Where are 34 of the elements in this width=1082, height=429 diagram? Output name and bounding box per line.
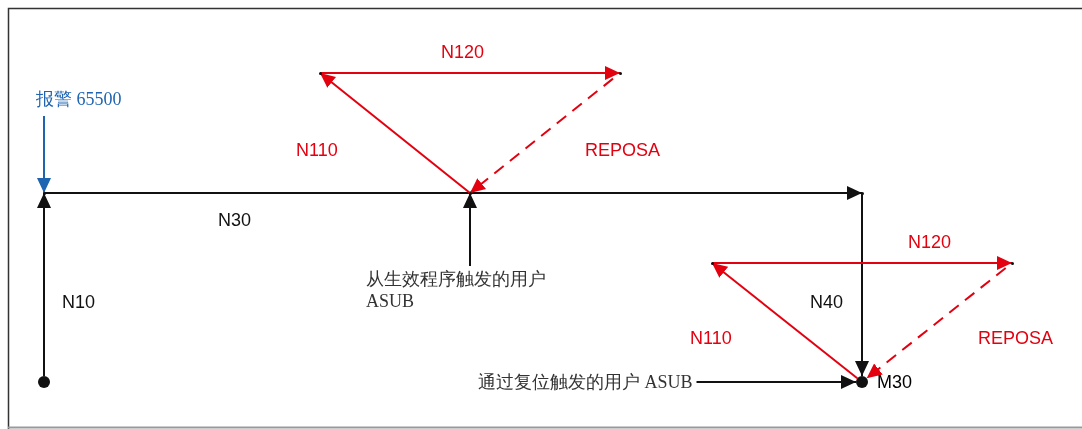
note-text: 从生效程序触发的用户 ASUB bbox=[366, 268, 596, 312]
edge-label: N10 bbox=[62, 292, 96, 312]
junction-point bbox=[860, 191, 864, 195]
arrow bbox=[463, 192, 477, 267]
point-label: M30 bbox=[877, 372, 912, 392]
junction-point bbox=[618, 71, 622, 75]
arrow bbox=[711, 256, 1013, 270]
arrow bbox=[319, 72, 471, 194]
edge-label: N120 bbox=[441, 42, 485, 62]
arrow bbox=[469, 77, 614, 194]
edge-label: N120 bbox=[908, 232, 952, 252]
point-dot bbox=[38, 376, 50, 388]
edge-label: N30 bbox=[218, 210, 252, 230]
junction-point bbox=[318, 71, 322, 75]
arrow bbox=[43, 186, 863, 200]
edge-label: N110 bbox=[690, 328, 732, 348]
junction-point bbox=[1010, 261, 1014, 265]
edge-label: REPOSA bbox=[978, 328, 1054, 348]
edge-label: N110 bbox=[296, 140, 338, 160]
arrow bbox=[711, 262, 859, 380]
note-text: 通过复位触发的用户 ASUB bbox=[478, 371, 693, 393]
junction-point bbox=[468, 191, 472, 195]
arrow bbox=[855, 192, 869, 377]
arrow bbox=[319, 66, 621, 80]
edge-label: N40 bbox=[810, 292, 844, 312]
arrow bbox=[695, 375, 857, 389]
arrow bbox=[37, 192, 51, 377]
note-text: 报警 65500 bbox=[36, 88, 166, 110]
point-dot bbox=[856, 376, 868, 388]
edge-label: REPOSA bbox=[585, 140, 661, 160]
junction-point bbox=[42, 191, 46, 195]
junction-point bbox=[710, 261, 714, 265]
arrow bbox=[865, 267, 1007, 380]
arrow bbox=[37, 115, 51, 194]
